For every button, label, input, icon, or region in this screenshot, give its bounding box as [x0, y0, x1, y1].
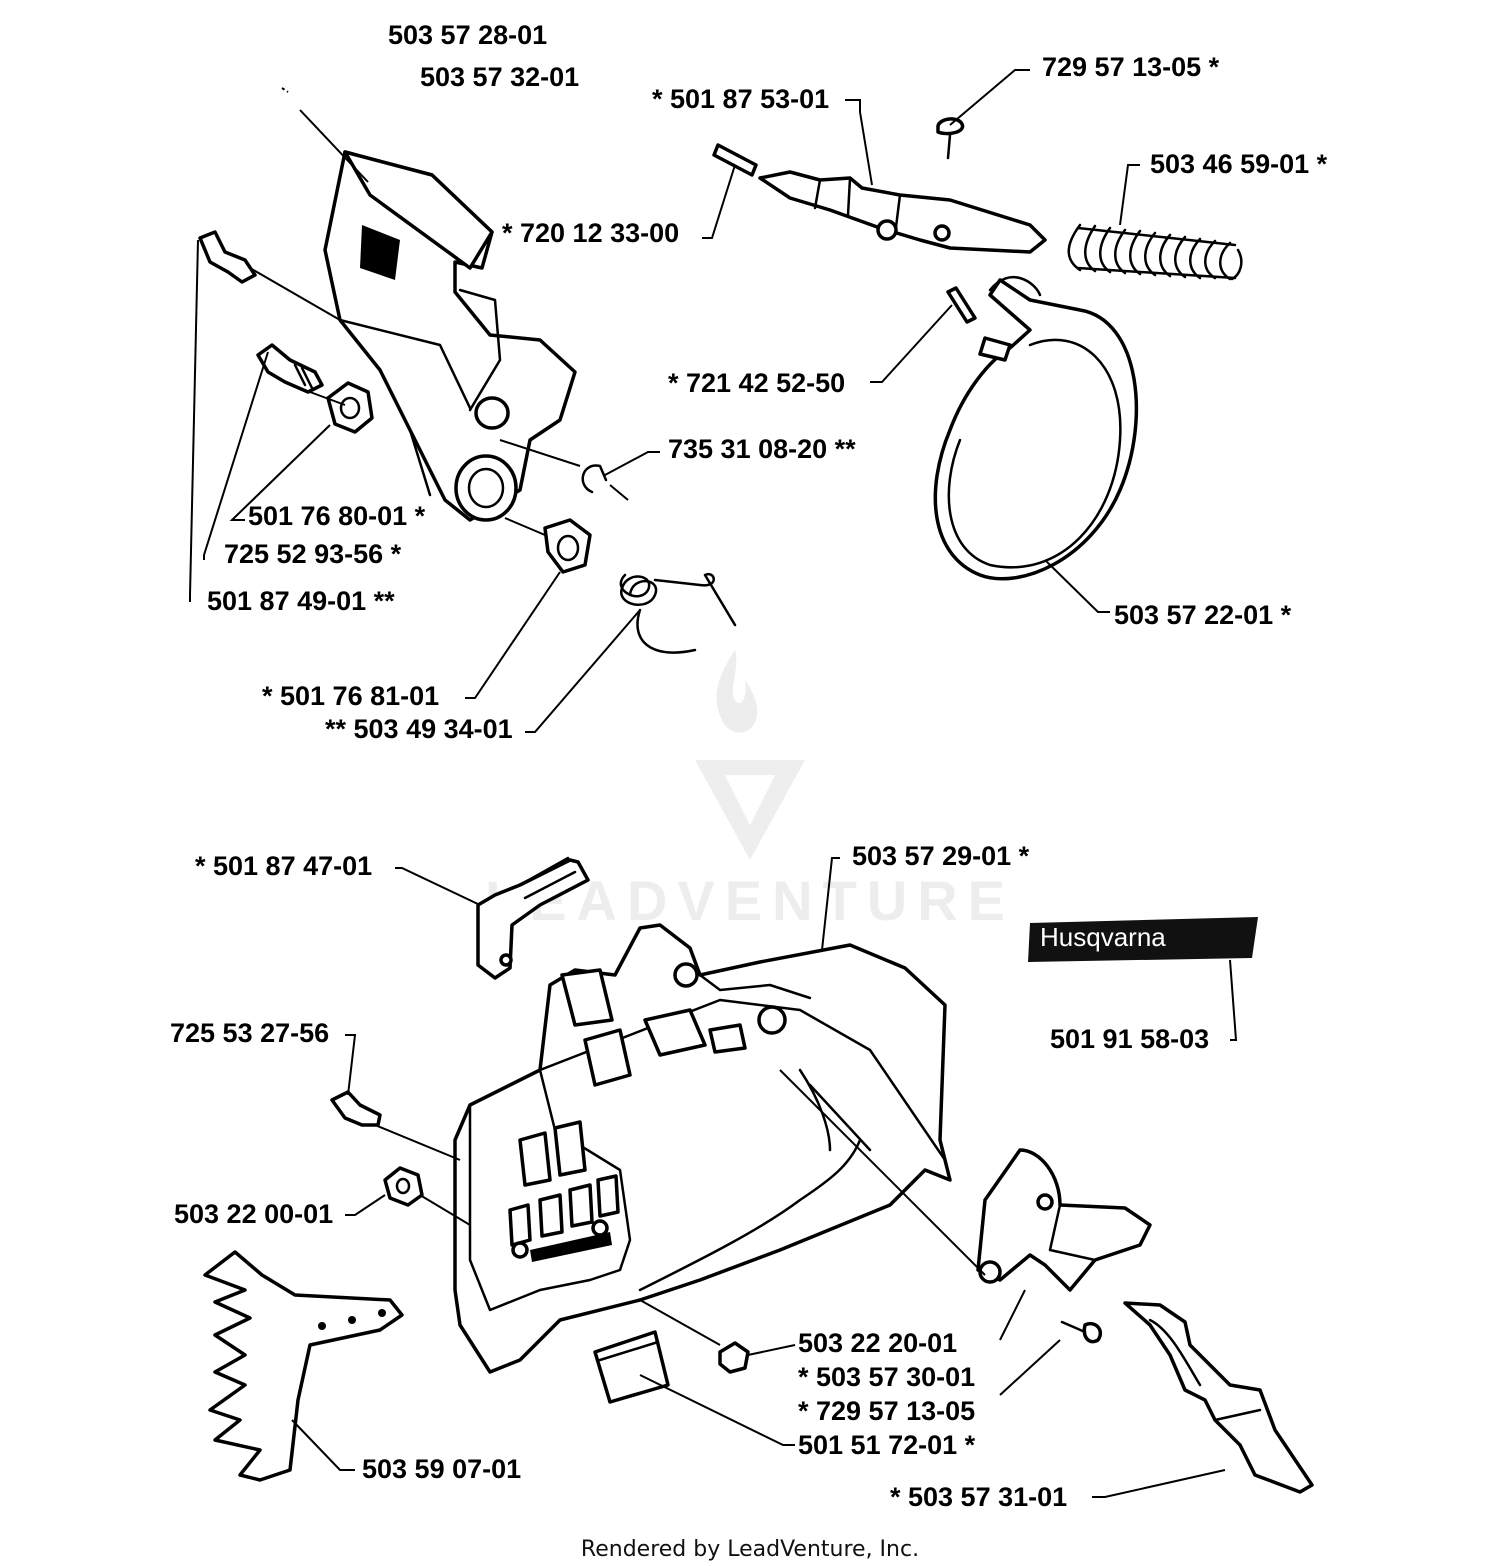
label-720-12-33-00: * 720 12 33-00 [502, 218, 679, 248]
label-503-57-29-01: 503 57 29-01 * [852, 841, 1030, 871]
screw-501-87-49-01 [198, 230, 257, 284]
label-503-59-07-01: 503 59 07-01 [362, 1454, 521, 1484]
label-721-42-52-50: * 721 42 52-50 [668, 368, 845, 398]
brake-lever-501-87-53-01 [758, 170, 1047, 254]
husqvarna-badge: Husqvarna [1028, 917, 1258, 962]
label-501-87-47-01: * 501 87 47-01 [195, 851, 372, 881]
label-501-87-53-01: * 501 87 53-01 [652, 84, 829, 114]
upper-assembly [198, 117, 1243, 654]
label-503-57-28-01: 503 57 28-01 [388, 20, 547, 50]
rivet-729-57-13-05-top [936, 117, 965, 160]
spring-503-46-59-01 [1067, 223, 1243, 281]
spring-503-49-34-01 [619, 572, 737, 654]
label-729-57-13-05-lower: * 729 57 13-05 [798, 1396, 975, 1426]
part-labels: 503 57 28-01 503 57 32-01 * 501 87 53-01… [170, 20, 1328, 1512]
label-503-57-31-01: * 503 57 31-01 [890, 1482, 1067, 1512]
nut-503-22-00-01 [383, 1166, 424, 1207]
label-501-76-80-01: 501 76 80-01 * [248, 501, 426, 531]
label-503-57-30-01: * 503 57 30-01 [798, 1362, 975, 1392]
brake-band-503-57-22-01 [933, 276, 1139, 581]
pin-721-42-52-50 [946, 286, 977, 324]
leader-lines [189, 69, 1238, 1498]
label-503-46-59-01: 503 46 59-01 * [1150, 149, 1328, 179]
bracket-503-57-30-01 [976, 1148, 1152, 1292]
plate-501-87-47-01 [476, 856, 590, 980]
circlip-735-31-08-20 [581, 464, 608, 494]
label-501-76-81-01: * 501 76 81-01 [262, 681, 439, 711]
label-503-57-32-01: 503 57 32-01 [420, 62, 579, 92]
watermark-flame-icon [716, 650, 758, 733]
screw-725-52-93-56 [256, 343, 324, 394]
label-501-91-58-03: 501 91 58-03 [1050, 1024, 1209, 1054]
label-501-51-72-01: 501 51 72-01 * [798, 1430, 976, 1460]
label-501-87-49-01: 501 87 49-01 ** [207, 586, 395, 616]
pin-720-12-33-00 [712, 143, 758, 177]
label-503-22-00-01: 503 22 00-01 [174, 1199, 333, 1229]
nut-503-22-20-01 [718, 1341, 750, 1374]
label-735-31-08-20: 735 31 08-20 ** [668, 434, 856, 464]
footer-credit: Rendered by LeadVenture, Inc. [581, 1537, 919, 1562]
label-503-49-34-01: ** 503 49 34-01 [325, 714, 513, 744]
label-503-57-22-01: 503 57 22-01 * [1114, 600, 1292, 630]
pad-501-51-72-01 [593, 1330, 670, 1404]
brake-handle-cover [323, 150, 577, 522]
bushing-501-76-81-01 [543, 518, 592, 574]
label-725-52-93-56: 725 52 93-56 * [224, 539, 402, 569]
screw-729-57-13-05-lower [1060, 1320, 1103, 1344]
husqvarna-badge-text: Husqvarna [1040, 922, 1166, 952]
bolt-725-53-27-56 [330, 1090, 382, 1127]
lower-assembly: Husqvarna [203, 856, 1314, 1494]
label-725-53-27-56: 725 53 27-56 [170, 1018, 329, 1048]
watermark-v-icon [695, 760, 805, 860]
clutch-cover-503-57-29-01 [453, 923, 952, 1374]
bumper-spike-503-59-07-01 [203, 1250, 404, 1482]
nut-501-76-80-01 [326, 381, 374, 434]
label-503-22-20-01: 503 22 20-01 [798, 1328, 957, 1358]
deflector-503-57-31-01 [1123, 1301, 1314, 1494]
label-729-57-13-05-top: 729 57 13-05 * [1042, 52, 1220, 82]
